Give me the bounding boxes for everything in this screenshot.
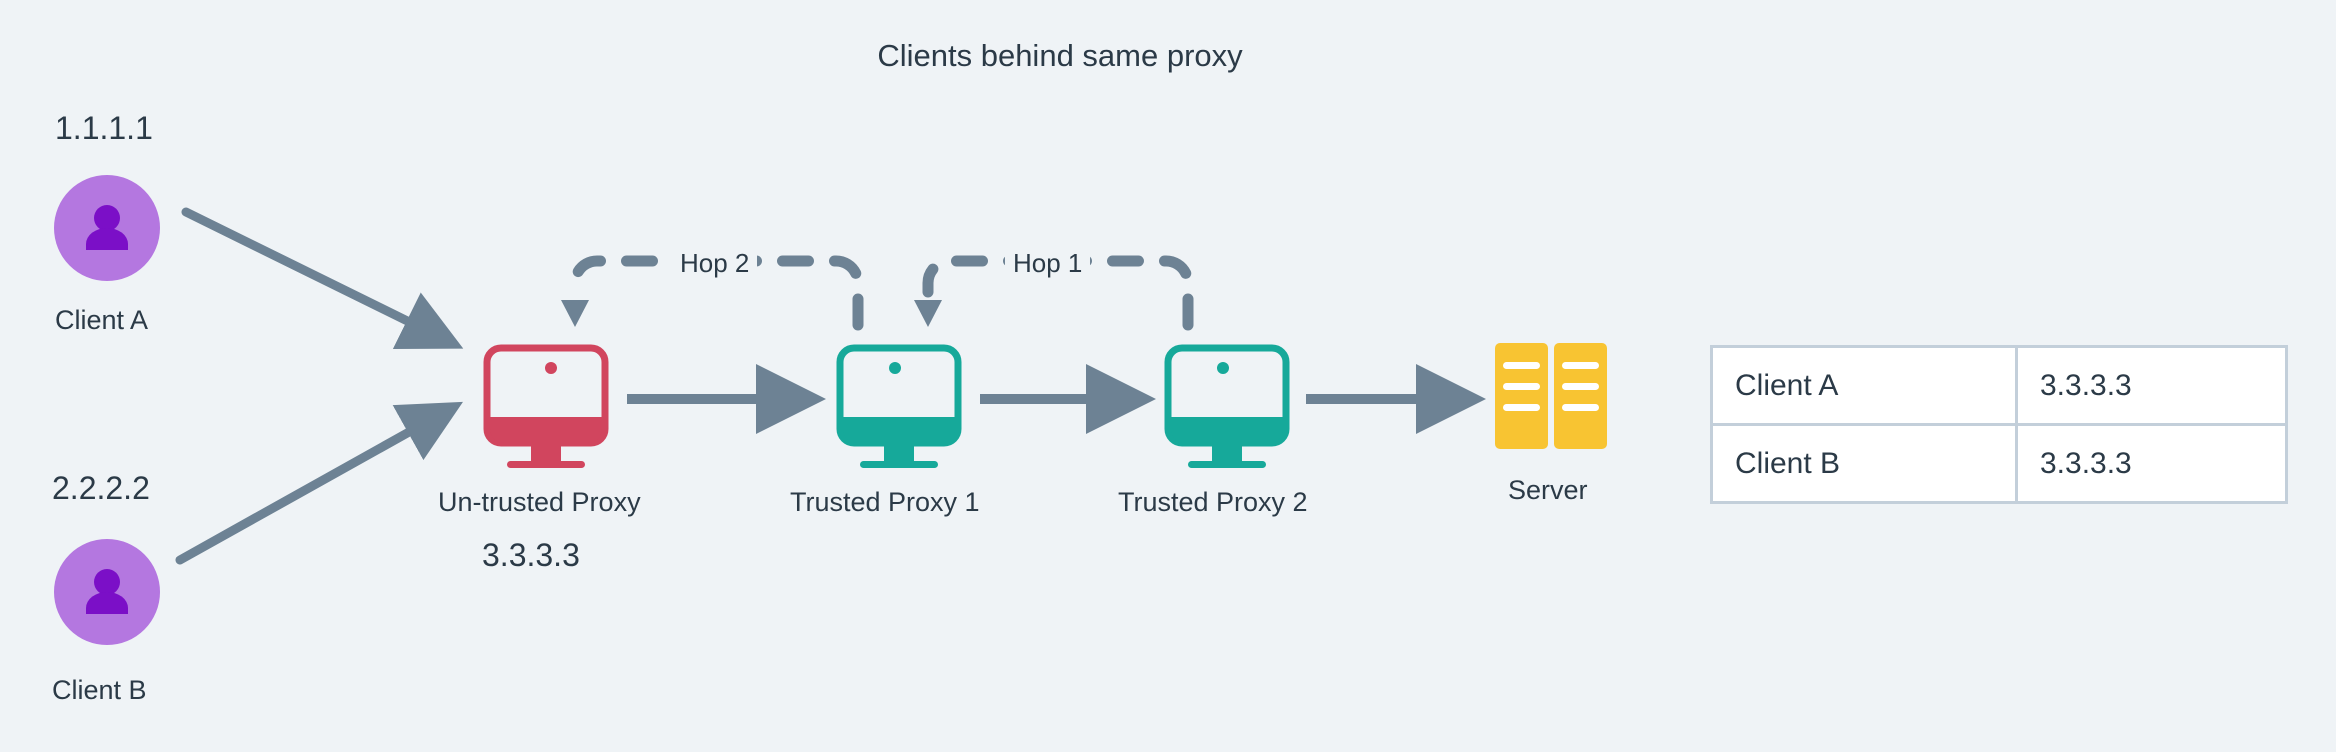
- arrow-client-b-to-untrusted-proxy: [175, 401, 463, 565]
- hop-1-label: Hop 1: [1005, 248, 1091, 279]
- hop-2-label: Hop 2: [672, 248, 758, 279]
- table-row: Client B 3.3.3.3: [1710, 423, 2288, 504]
- server-icon: [1495, 343, 1607, 449]
- client-b-label: Client B: [52, 675, 147, 705]
- trusted-proxy-1-label: Trusted Proxy 1: [790, 487, 980, 517]
- client-a-ip-label: 1.1.1.1: [55, 110, 153, 146]
- client-b-avatar: [54, 539, 160, 645]
- client-a-label: Client A: [55, 305, 149, 335]
- hop-2-dashed-connector: [561, 255, 864, 331]
- trusted-proxy-2-label: Trusted Proxy 2: [1118, 487, 1308, 517]
- untrusted-proxy-label: Un-trusted Proxy: [438, 487, 641, 517]
- table-cell-ip: 3.3.3.3: [2015, 423, 2288, 504]
- table-cell-client: Client A: [1710, 345, 2018, 426]
- untrusted-proxy-monitor-icon: [483, 344, 609, 468]
- trusted-proxy-2-monitor-icon: [1164, 344, 1290, 468]
- arrow-client-a-to-untrusted-proxy: [181, 207, 464, 349]
- table-row: Client A 3.3.3.3: [1710, 345, 2288, 426]
- table-cell-client: Client B: [1710, 423, 2018, 504]
- client-ip-mapping-table: Client A 3.3.3.3 Client B 3.3.3.3: [1710, 345, 2288, 504]
- client-b-ip-label: 2.2.2.2: [52, 470, 150, 506]
- client-a-avatar: [54, 175, 160, 281]
- untrusted-proxy-ip-label: 3.3.3.3: [482, 537, 580, 573]
- page-title: Clients behind same proxy: [877, 38, 1243, 73]
- table-cell-ip: 3.3.3.3: [2015, 345, 2288, 426]
- trusted-proxy-1-monitor-icon: [836, 344, 962, 468]
- server-label: Server: [1508, 475, 1588, 505]
